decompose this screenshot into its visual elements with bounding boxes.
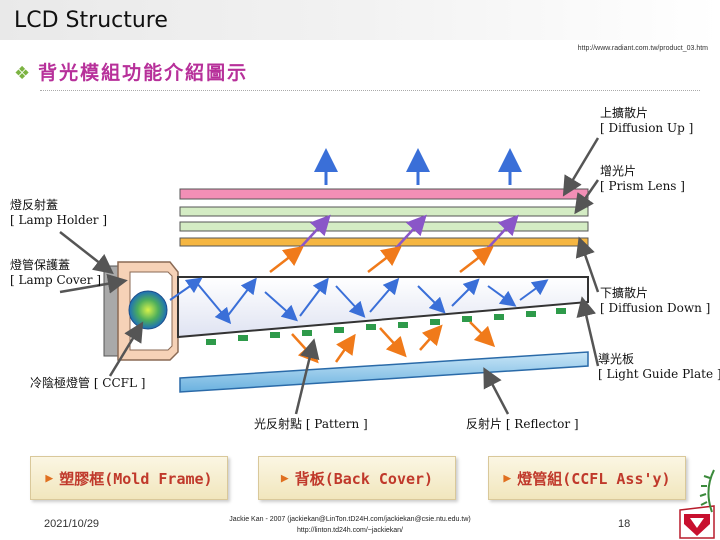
- leader-lamp-cover: [59, 273, 128, 294]
- credit-line-1: Jackie Kan - 2007 (jackiekan@LinTon.tD24…: [229, 516, 471, 523]
- leader-diffusion-down: [575, 236, 600, 293]
- ccfl-assy-button[interactable]: ▶ 燈管組(CCFL Ass'y): [488, 456, 686, 500]
- footer-date: 2021/10/29: [44, 518, 100, 530]
- label-diffusion-up: 上擴散片 [ Diffusion Up ]: [600, 106, 694, 135]
- source-url: http://www.radiant.com.tw/product_03.htm: [577, 45, 708, 52]
- label-reflector: 反射片 [ Reflector ]: [466, 417, 579, 431]
- section-heading: ❖背光模組功能介紹圖示: [14, 58, 248, 85]
- back-cover-button[interactable]: ▶ 背板(Back Cover): [258, 456, 456, 500]
- mold-frame-label: 塑膠框(Mold Frame): [59, 469, 213, 488]
- footer-credit: Jackie Kan - 2007 (jackiekan@LinTon.tD24…: [200, 514, 500, 536]
- light-guide-plate: [177, 276, 589, 339]
- label-light-guide-plate: 導光板 [ Light Guide Plate ]: [598, 352, 720, 381]
- back-cover-label: 背板(Back Cover): [294, 469, 434, 488]
- label-lamp-cover: 燈管保護蓋 [ Lamp Cover ]: [10, 258, 102, 287]
- heading-text: 背光模組功能介紹圖示: [38, 62, 249, 84]
- leader-diffusion-up: [562, 137, 600, 197]
- diffusion-up-film: [179, 188, 589, 200]
- prism-lens-film-1: [179, 206, 589, 217]
- leader-lamp-holder: [59, 231, 114, 275]
- slide-title: LCD Structure: [14, 8, 168, 33]
- label-pattern: 光反射點 [ Pattern ]: [254, 417, 368, 431]
- credit-line-2: http://linton.td24h.com/~jackiekan/: [296, 527, 404, 534]
- arrow-right-icon: ▶: [45, 470, 54, 486]
- leader-reflector: [483, 367, 510, 415]
- label-ccfl: 冷陰極燈管 [ CCFL ]: [30, 376, 146, 390]
- label-lamp-holder: 燈反射蓋 [ Lamp Holder ]: [10, 198, 108, 227]
- label-prism-lens: 增光片 [ Prism Lens ]: [600, 164, 685, 193]
- pattern-dots: [206, 308, 566, 345]
- ccfl-assy-label: 燈管組(CCFL Ass'y): [517, 469, 671, 488]
- arrow-right-icon: ▶: [503, 470, 512, 486]
- arrow-right-icon: ▶: [280, 470, 289, 486]
- leader-pattern: [294, 338, 320, 415]
- leader-ccfl: [108, 321, 144, 377]
- diffusion-down-film: [179, 237, 589, 247]
- leader-light-guide: [576, 296, 600, 367]
- leader-prism: [574, 179, 600, 215]
- page-number: 18: [618, 518, 631, 530]
- title-bar: LCD Structure: [0, 0, 720, 40]
- reflector-sheet: [179, 351, 589, 393]
- prism-lens-film-2: [179, 221, 589, 232]
- lamp-tube-icon: [128, 290, 168, 330]
- heading-divider: [40, 90, 700, 91]
- label-diffusion-down: 下擴散片 [ Diffusion Down ]: [600, 286, 711, 315]
- mold-frame-button[interactable]: ▶ 塑膠框(Mold Frame): [30, 456, 228, 500]
- bullet-diamond-icon: ❖: [14, 63, 33, 84]
